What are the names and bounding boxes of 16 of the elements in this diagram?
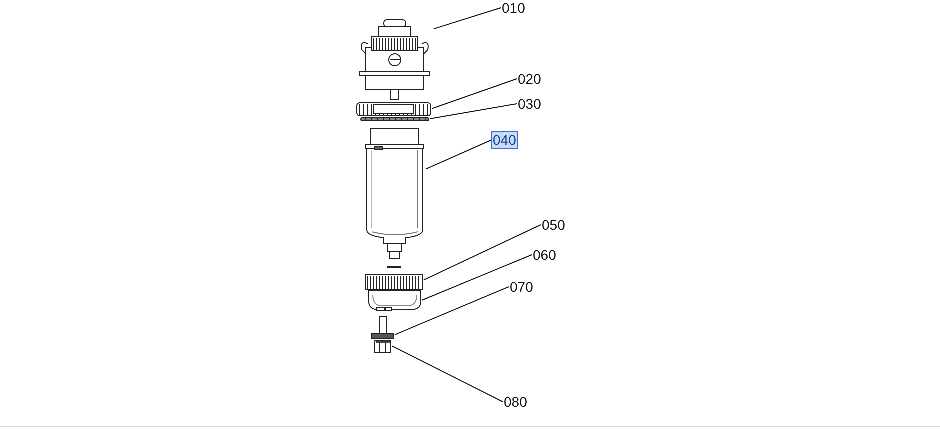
leader-line xyxy=(424,224,542,281)
leader-line xyxy=(434,8,502,30)
callout-number: 060 xyxy=(532,247,558,263)
leader-line xyxy=(394,286,510,336)
leader-line xyxy=(392,346,504,402)
leader-line xyxy=(422,254,532,302)
callout-number: 070 xyxy=(509,279,534,295)
callout-number: 050 xyxy=(541,217,566,233)
callout-number: 080 xyxy=(503,394,528,410)
callout-number: 040 xyxy=(492,132,518,148)
callout-number: 030 xyxy=(517,96,542,112)
callout-number: 010 xyxy=(501,0,526,16)
leader-line xyxy=(430,104,518,120)
callout-number: 020 xyxy=(517,71,542,87)
leader-line xyxy=(426,140,492,170)
leader-line xyxy=(432,78,518,110)
